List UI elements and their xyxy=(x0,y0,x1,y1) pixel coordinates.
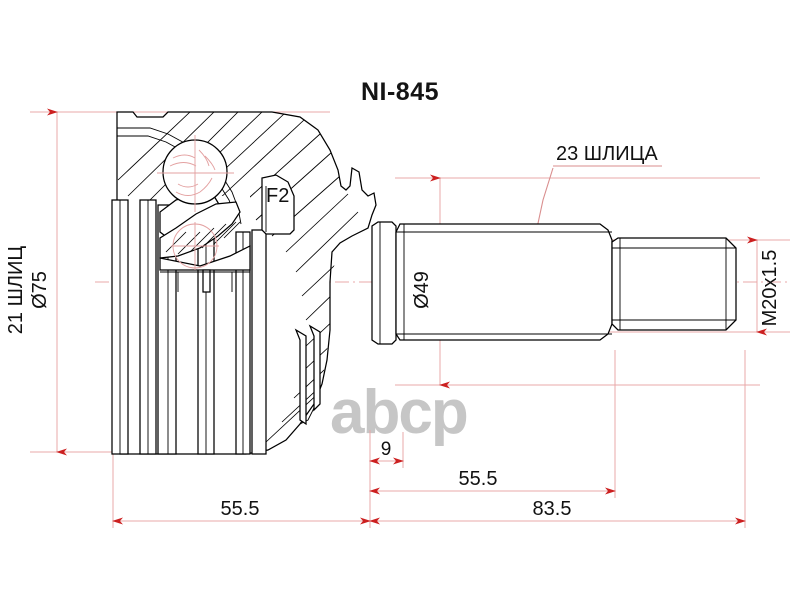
label-left-diameter: Ø75 xyxy=(29,271,51,309)
shaft-collar xyxy=(371,221,397,345)
label-shaft-spline-callout: 23 ШЛИЦА xyxy=(556,143,658,165)
label-shaft-diameter: Ø49 xyxy=(411,271,433,309)
dim-value-step-length: 9 xyxy=(381,439,392,460)
dim-value-spline-length: 55.5 xyxy=(459,468,498,490)
watermark: abcp xyxy=(330,378,469,447)
label-thread: M20x1.5 xyxy=(759,250,781,327)
dim-value-shaft-total-length: 83.5 xyxy=(533,498,572,520)
label-left-spline: 21 ШЛИЦ xyxy=(5,246,27,335)
page-title: NI-845 xyxy=(360,78,440,106)
label-joint-mark: F2 xyxy=(266,185,289,207)
threaded-end xyxy=(611,237,737,331)
cv-joint-housing xyxy=(111,111,377,455)
dim-value-joint-body-length: 55.5 xyxy=(221,498,260,520)
